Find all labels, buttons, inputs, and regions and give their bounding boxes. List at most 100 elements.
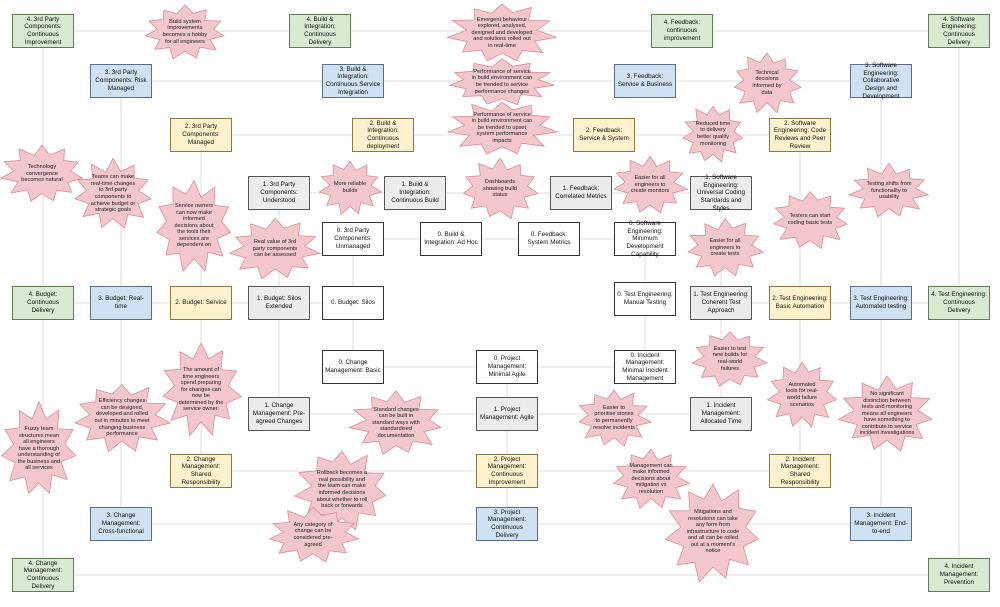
box-label: 0. 3rd Party Components: Unmanaged: [334, 227, 372, 250]
benefit-starburst: Easier for all engineers to create tests: [686, 218, 764, 278]
starburst-label: Testers can start coding basic tests: [787, 213, 833, 226]
maturity-level-box: 2. Build & Integration: Continuous deplo…: [352, 118, 414, 152]
box-label: 3. Build & Integration: Continuous Servi…: [325, 65, 381, 96]
box-label: 3. Feedback: Service & Business: [617, 73, 673, 88]
box-label: 0. Software Engineering: Minimum Develop…: [626, 219, 664, 258]
maturity-level-box: 0. Project Management: Minimal Agile: [476, 350, 538, 384]
starburst-shape: [766, 361, 838, 428]
box-label: 0. Change Management: Basic: [325, 359, 381, 374]
maturity-level-box: 1. Change Management: Pre-agreed Changes: [248, 397, 310, 431]
box-label: 1. Change Management: Pre-agreed Changes: [252, 402, 306, 425]
maturity-level-box: 3. Project Management: Continuous Delive…: [476, 507, 538, 541]
maturity-level-box: 3. 3rd Party Components: Risk Managed: [90, 64, 152, 98]
benefit-starburst: Service owners can now make informed dec…: [154, 178, 234, 274]
box-label: 4. Feedback: continuous improvement: [663, 19, 701, 42]
benefit-starburst: Dashboards showing build status: [460, 158, 540, 220]
box-label: 1. 3rd Party Components: Understood: [260, 181, 298, 204]
starburst-shape: [162, 342, 242, 437]
benefit-starburst: Automated tools for real-world failure s…: [766, 360, 838, 430]
maturity-level-box: 2. Change Management: Shared Responsibil…: [170, 454, 232, 488]
starburst-shape: [691, 331, 768, 387]
benefit-starburst: Standard changes can be built in standar…: [348, 390, 444, 456]
box-label: 1. Build & Integration: Continuous Build: [391, 181, 439, 204]
benefit-starburst: Any category of change can be considered…: [266, 506, 360, 564]
benefit-starburst: No significant distinction between tests…: [838, 375, 936, 453]
maturity-level-box: 4. Budget: Continuous Delivery: [12, 286, 74, 320]
starburst-shape: [462, 158, 539, 220]
box-label: 2. Software Engineering: Code Reviews an…: [773, 119, 827, 150]
maturity-level-box: 0. Budget: Silos: [322, 286, 384, 320]
maturity-level-box: 2. 3rd Party Components: Managed: [170, 118, 232, 152]
starburst-label: Reduced time to delivery better quality …: [695, 120, 731, 147]
starburst-label: Easier to prioritise stories to permanen…: [593, 404, 635, 431]
maturity-level-box: 3. Test Engineering: Automated testing: [850, 286, 912, 320]
starburst-label: Real value of 3rd party components can b…: [252, 239, 298, 259]
starburst-label: Standard changes can be built in standar…: [372, 406, 420, 439]
maturity-level-box: 4. Build & Integration: Continuous Deliv…: [289, 14, 351, 48]
box-label: 4. Build & Integration: Continuous Deliv…: [304, 15, 336, 46]
starburst-label: Management can make informed decisions a…: [629, 462, 673, 495]
box-label: 4. Budget: Continuous Delivery: [27, 291, 59, 314]
benefit-starburst: Real value of 3rd party components can b…: [228, 218, 322, 280]
box-label: 3. Project Management: Continuous Delive…: [487, 508, 527, 539]
starburst-shape: [73, 383, 172, 453]
starburst-shape: [838, 375, 934, 452]
maturity-level-box: 2. Test Engineering: Basic Automation: [769, 286, 831, 320]
starburst-shape: [613, 155, 688, 214]
box-label: 3. Budget: Real-time: [98, 295, 144, 310]
benefit-starburst: The amount of time engineers spend prepa…: [160, 342, 242, 438]
starburst-shape: [446, 101, 558, 155]
maturity-level-box: 1. Budget: Silos Extended: [248, 286, 310, 320]
maturity-level-box: 4. 3rd Party Components: Continuous Impr…: [12, 14, 74, 48]
box-label: 4. Software Engineering: Continuous Deli…: [941, 15, 977, 46]
starburst-label: Performance of service in build environm…: [471, 111, 533, 144]
box-label: 0. Build & Integration: Ad Hoc: [424, 231, 478, 246]
maturity-level-box: 0. Feedback: System Metrics: [518, 222, 580, 256]
maturity-level-box: 4. Test Engineering: Continuous Delivery: [928, 286, 990, 320]
maturity-level-box: 2. Budget: Service: [170, 286, 232, 320]
benefit-starburst: Technology convergence becomes natural: [0, 144, 84, 204]
maturity-level-box: 0. Incident Management: Minimal Incident…: [614, 350, 676, 384]
box-label: 3. 3rd Party Components: Risk Managed: [95, 69, 147, 92]
box-label: 3. Test Engineering: Automated testing: [853, 295, 909, 310]
starburst-label: More reliable builds: [333, 181, 367, 194]
box-label: 2. Feedback: Service & System: [579, 127, 629, 142]
maturity-level-box: 1. Feedback: Correlated Metrics: [550, 176, 612, 210]
box-label: 1. Software Engineering: Universal Codin…: [697, 173, 745, 212]
box-label: 4. Change Management: Continuous Deliver…: [23, 559, 63, 590]
starburst-shape: [733, 52, 803, 114]
maturity-level-box: 3. Software Engineering: Collaborative D…: [850, 62, 912, 100]
box-label: 0. Incident Management: Minimal Incident…: [622, 351, 668, 382]
maturity-level-box: 4. Feedback: continuous improvement: [651, 14, 713, 48]
starburst-label: Testing shifts from functionality to usa…: [866, 181, 912, 201]
box-label: 1. Incident Management: Allocated Time: [700, 402, 742, 425]
box-label: 1. Project Management: Agile: [480, 406, 534, 421]
starburst-shape: [448, 58, 555, 106]
box-label: 2. 3rd Party Components: Managed: [182, 123, 220, 146]
box-label: 2. Budget: Service: [175, 299, 227, 307]
starburst-label: Emergent behaviour explored, analysed, d…: [471, 16, 533, 49]
benefit-starburst: Performance of service in build environm…: [446, 58, 558, 106]
box-label: 2. Project Management: Continuous Improv…: [487, 455, 527, 486]
box-label: 0. Feedback: System Metrics: [527, 231, 571, 246]
benefit-starburst: Efficiency changes can be designed, deve…: [72, 382, 172, 454]
box-label: 4. 3rd Party Components: Continuous Impr…: [24, 15, 62, 46]
starburst-shape: [1, 400, 77, 495]
starburst-label: Easier to test new builds for real-world…: [712, 345, 748, 372]
starburst-shape: [446, 3, 558, 62]
maturity-level-box: 1. Software Engineering: Universal Codin…: [690, 173, 752, 212]
starburst-shape: [681, 105, 744, 163]
box-label: 1. Budget: Silos Extended: [256, 295, 302, 310]
maturity-level-box: 1. Incident Management: Allocated Time: [690, 397, 752, 431]
starburst-label: Technology convergence becomes natural: [21, 164, 63, 184]
starburst-shape: [687, 218, 764, 277]
maturity-level-box: 0. Build & Integration: Ad Hoc: [420, 222, 482, 256]
benefit-starburst: Testing shifts from functionality to usa…: [848, 163, 930, 219]
benefit-starburst: Fuzzy team structures mean all engineers…: [0, 400, 78, 498]
starburst-label: Easier for all engineers to create tests: [709, 238, 741, 258]
starburst-shape: [268, 506, 360, 563]
starburst-label: Dashboards showing build status: [483, 179, 517, 199]
box-label: 1. Test Engineering: Coherent Test Appro…: [693, 291, 749, 314]
maturity-level-box: 3. Incident Management: End-to-end: [850, 507, 912, 541]
